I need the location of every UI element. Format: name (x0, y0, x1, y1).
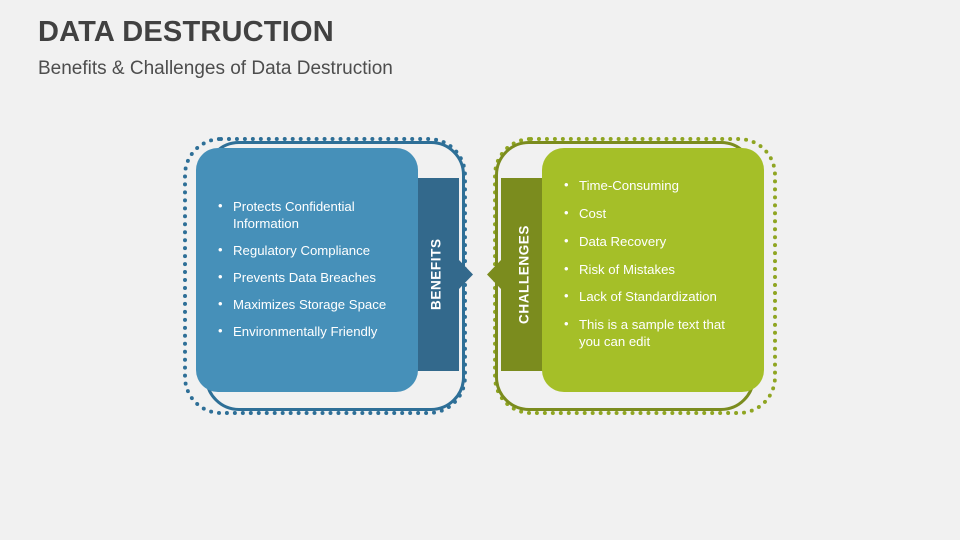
challenges-tab-label: CHALLENGES (516, 225, 532, 325)
header: DATA DESTRUCTION Benefits & Challenges o… (38, 16, 393, 81)
list-item: Protects Confidential Information (218, 198, 400, 233)
list-item: Time-Consuming (564, 177, 746, 195)
arrow-right-icon (413, 178, 473, 371)
challenges-bullet-list: Time-ConsumingCostData RecoveryRisk of M… (564, 177, 746, 362)
benefits-bullet-list: Protects Confidential InformationRegulat… (218, 198, 400, 341)
list-item: Environmentally Friendly (218, 323, 400, 341)
list-item: Data Recovery (564, 233, 746, 251)
challenges-card: Time-ConsumingCostData RecoveryRisk of M… (542, 148, 764, 392)
benefits-card: Protects Confidential InformationRegulat… (196, 148, 418, 392)
page-subtitle: Benefits & Challenges of Data Destructio… (38, 58, 393, 80)
list-item: This is a sample text that you can edit (564, 316, 746, 351)
list-item: Prevents Data Breaches (218, 269, 400, 287)
list-item: Maximizes Storage Space (218, 296, 400, 314)
list-item: Regulatory Compliance (218, 242, 400, 260)
arrow-left-icon (487, 178, 547, 371)
page-title: DATA DESTRUCTION (38, 16, 334, 48)
list-item: Lack of Standardization (564, 288, 746, 306)
challenges-tab[interactable]: CHALLENGES (487, 178, 547, 371)
benefits-tab[interactable]: BENEFITS (413, 178, 473, 371)
list-item: Risk of Mistakes (564, 261, 746, 279)
benefits-tab-label: BENEFITS (428, 238, 444, 311)
list-item: Cost (564, 205, 746, 223)
